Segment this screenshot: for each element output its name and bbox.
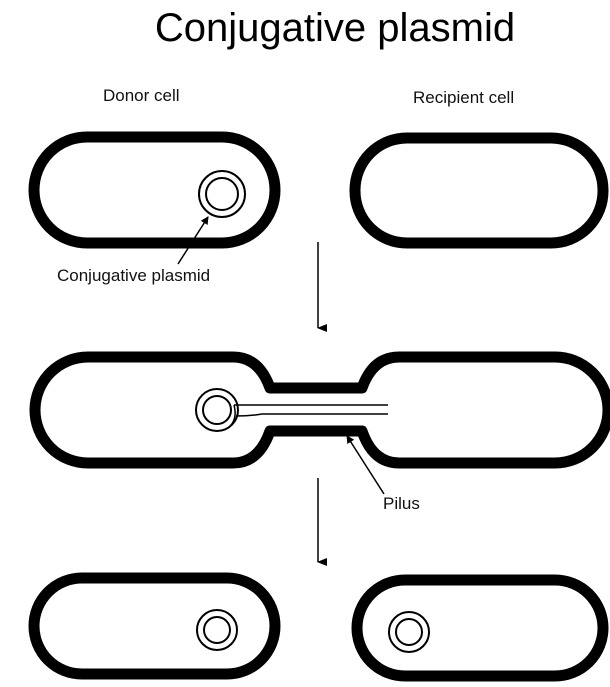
recipient-plasmid-icon: [389, 612, 429, 652]
pilus-tube: [228, 405, 388, 428]
donor-cell-bottom: [34, 578, 275, 674]
recipient-cell-bottom: [357, 580, 603, 676]
recipient-cell-top: [355, 138, 603, 243]
plasmid-transfer-icon: [196, 389, 238, 431]
conjugating-cells: [35, 357, 608, 463]
donor-plasmid-icon: [197, 610, 237, 650]
donor-cell-top: [34, 137, 275, 243]
plasmid-icon: [199, 171, 245, 217]
